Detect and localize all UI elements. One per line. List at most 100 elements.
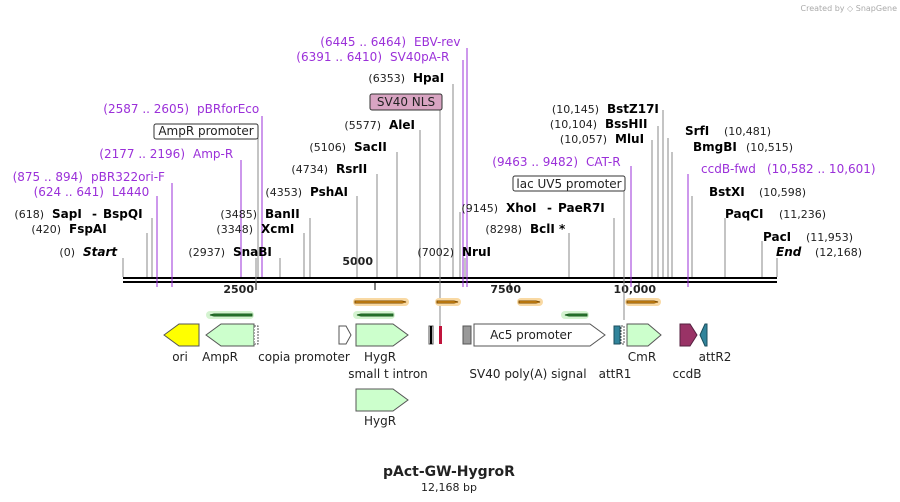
enzyme-pos-srfi: (10,481) (724, 125, 771, 138)
axis-label-2500: 2500 (223, 283, 254, 296)
feature-labels: ori AmpR copia promoter HygR small t int… (172, 350, 731, 428)
enzyme-pos-sacii: (5106) (309, 141, 346, 154)
feature-label-ccdb: ccdB (672, 367, 701, 381)
enzyme-name-start: Start (83, 245, 118, 259)
sv40-nls-label: SV40 NLS (377, 95, 435, 109)
enzyme-pos-pshai: (4353) (265, 186, 302, 199)
primer-range-cat-r: (9463 .. 9482) (492, 155, 578, 169)
primer-range-pbr322ori-f: (875 .. 894) (13, 170, 83, 184)
hygr-feature (355, 323, 409, 347)
ccdb-feature (679, 323, 698, 347)
ac5-promoter-feature (473, 323, 606, 347)
enzyme-name-pshai: PshAI (310, 185, 348, 199)
enzyme-name-alei: AleI (389, 118, 415, 132)
enzyme-name-bstxi: BstXI (709, 185, 745, 199)
primer-name-amp-r: Amp-R (193, 147, 233, 161)
enzyme-pos-bstz17i: (10,145) (552, 103, 599, 116)
enzyme-name-bstz17i: BstZ17I (607, 102, 659, 116)
feature-label-copia: copia promoter (258, 350, 350, 364)
primer-arrows (206, 298, 661, 319)
enzyme-labels: (6353) HpaI (5577) AleI (5106) SacII (47… (14, 71, 862, 259)
orange-arrow-1 (354, 300, 407, 304)
feature-label-attr1: attR1 (599, 367, 632, 381)
backbone-top-strand (123, 277, 777, 279)
primer-name-ccdb-fwd: ccdB-fwd (701, 162, 756, 176)
ampr-promoter-feature (253, 325, 259, 345)
orange-arrow-2 (436, 300, 459, 304)
enzyme-pos-bmgbi: (10,515) (746, 141, 793, 154)
sv40-polya-feature (462, 325, 472, 345)
primer-range-ccdb-fwd: (10,582 .. 10,601) (767, 162, 876, 176)
primer-range-amp-r: (2177 .. 2196) (99, 147, 185, 161)
ampr-promoter-label: AmpR promoter (158, 124, 253, 138)
enzyme-pos-paqci: (11,236) (779, 208, 826, 221)
feature-label-hygr: HygR (364, 350, 396, 364)
enzyme-pos-hpai: (6353) (368, 72, 405, 85)
enzyme-name-paqci: PaqCI (725, 207, 763, 221)
axis-label-10000: 10,000 (614, 283, 657, 296)
primer-name-pbrforeco: pBRforEco (197, 102, 259, 116)
enzyme-name-nrui: NruI (462, 245, 491, 259)
enzyme-name-xcmi: XcmI (261, 222, 294, 236)
green-arrow-1 (209, 313, 253, 317)
ampr-feature (205, 323, 255, 347)
feature-label-sv40-polya: SV40 poly(A) signal (469, 367, 586, 381)
primer-name-ebv-rev: EBV-rev (414, 35, 460, 49)
sv40-nls-feature (439, 326, 442, 344)
axis-label-7500: 7500 (490, 283, 521, 296)
orange-arrow-3 (518, 300, 541, 304)
primer-name-sv40pa-r: SV40pA-R (390, 50, 449, 64)
primer-name-pbr322ori-f: pBR322ori-F (91, 170, 165, 184)
enzyme-name-bspqi: BspQI (103, 207, 143, 221)
enzyme-pos-mlui: (10,057) (560, 133, 607, 146)
enzyme-name-end: End (776, 245, 802, 259)
enzyme-dash-paer7i: - (547, 201, 552, 215)
green-arrow-2 (356, 313, 394, 317)
enzyme-pos-fspai: (420) (31, 223, 61, 236)
enzyme-name-bsshii: BssHII (605, 117, 647, 131)
ampr-promoter-box (153, 123, 259, 140)
enzyme-pos-xhoi: (9145) (461, 202, 498, 215)
enzyme-pos-xcmi: (3348) (216, 223, 253, 236)
enzyme-pos-nrui: (7002) (417, 246, 454, 259)
enzyme-name-snabi: SnaBI (233, 245, 272, 259)
enzyme-name-paci: PacI (763, 230, 791, 244)
enzyme-name-sacii: SacII (354, 140, 387, 154)
plasmid-title: pAct-GW-HygroR (383, 464, 515, 480)
primer-name-l4440: L4440 (112, 185, 149, 199)
primer-range-sv40pa-r: (6391 .. 6410) (296, 50, 382, 64)
copia-promoter-feature (338, 325, 352, 345)
enzyme-pos-banii: (3485) (220, 208, 257, 221)
axis-label-5000: 5000 (342, 255, 373, 268)
feature-label-small-t-intron: small t intron (348, 367, 428, 381)
enzyme-pos-sapi: (618) (14, 208, 44, 221)
feature-label-cmr: CmR (628, 350, 656, 364)
feature-track: Ac5 promoter (163, 323, 708, 412)
enzyme-pos-bstxi: (10,598) (759, 186, 806, 199)
lac-uv5-box (512, 175, 626, 192)
enzyme-name-srfi: SrfI (685, 124, 709, 138)
primer-name-cat-r: CAT-R (586, 155, 621, 169)
attr2-feature (699, 323, 708, 347)
feature-label-ori: ori (172, 350, 188, 364)
primer-labels: (6445 .. 6464) EBV-rev (6391 .. 6410) SV… (13, 35, 876, 199)
enzyme-name-bmgbi: BmgBI (693, 140, 737, 154)
lac-uv5-label: lac UV5 promoter (516, 177, 621, 191)
enzyme-dash-bspqi: - (92, 207, 97, 221)
enzyme-pos-end: (12,168) (815, 246, 862, 259)
attr1-feature (613, 325, 621, 345)
site-lines (122, 48, 778, 330)
feature-label-hygr-2: HygR (364, 414, 396, 428)
enzyme-pos-snabi: (2937) (188, 246, 225, 259)
cmr-feature (626, 323, 662, 347)
enzyme-pos-start: (0) (59, 246, 75, 259)
ac5-promoter-label: Ac5 promoter (490, 328, 572, 342)
lac-uv5-feature (620, 325, 625, 345)
boxed-labels: SV40 NLS AmpR promoter lac UV5 promoter (153, 93, 626, 192)
green-arrow-3 (564, 313, 588, 317)
enzyme-name-hpai: HpaI (413, 71, 444, 85)
enzyme-name-banii: BanII (265, 207, 300, 221)
sv40-nls-box (369, 93, 443, 111)
enzyme-name-paer7i: PaeR7I (558, 201, 605, 215)
